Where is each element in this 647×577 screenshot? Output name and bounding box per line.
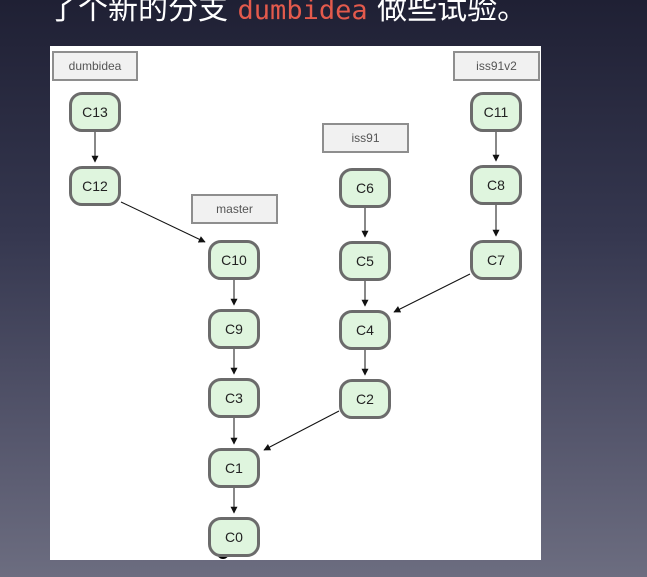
- branch-label-iss91: iss91: [322, 123, 409, 153]
- branch-label-dumbidea: dumbidea: [52, 51, 138, 81]
- diagram-arrows: [91, 132, 500, 559]
- commit-c3: C3: [208, 378, 260, 418]
- commit-c6: C6: [339, 168, 391, 208]
- commit-c10: C10: [208, 240, 260, 280]
- branch-label-master: master: [191, 194, 278, 224]
- arrow-c12-c10: [120, 201, 206, 243]
- caption-text-before: 了个新的分支: [48, 0, 238, 27]
- commit-c8: C8: [470, 165, 522, 205]
- arrow-c2-c1: [263, 410, 340, 451]
- commit-c7: C7: [470, 240, 522, 280]
- caption-text-after: 做些试验。: [367, 0, 528, 27]
- slide-caption: 了个新的分支 dumbidea 做些试验。: [48, 0, 527, 30]
- caption-branch-code: dumbidea: [237, 0, 368, 26]
- arrow-c7-c4: [393, 273, 471, 313]
- commit-c4: C4: [339, 310, 391, 350]
- commit-c2: C2: [339, 379, 391, 419]
- commit-c0: C0: [208, 517, 260, 557]
- commit-c1: C1: [208, 448, 260, 488]
- commit-c9: C9: [208, 309, 260, 349]
- commit-c12: C12: [69, 166, 121, 206]
- commit-c11: C11: [470, 92, 522, 132]
- branch-label-iss91v2: iss91v2: [453, 51, 540, 81]
- git-branch-diagram: dumbidea master iss91 iss91v2 C13 C12 C1…: [50, 46, 541, 560]
- commit-c13: C13: [69, 92, 121, 132]
- commit-c5: C5: [339, 241, 391, 281]
